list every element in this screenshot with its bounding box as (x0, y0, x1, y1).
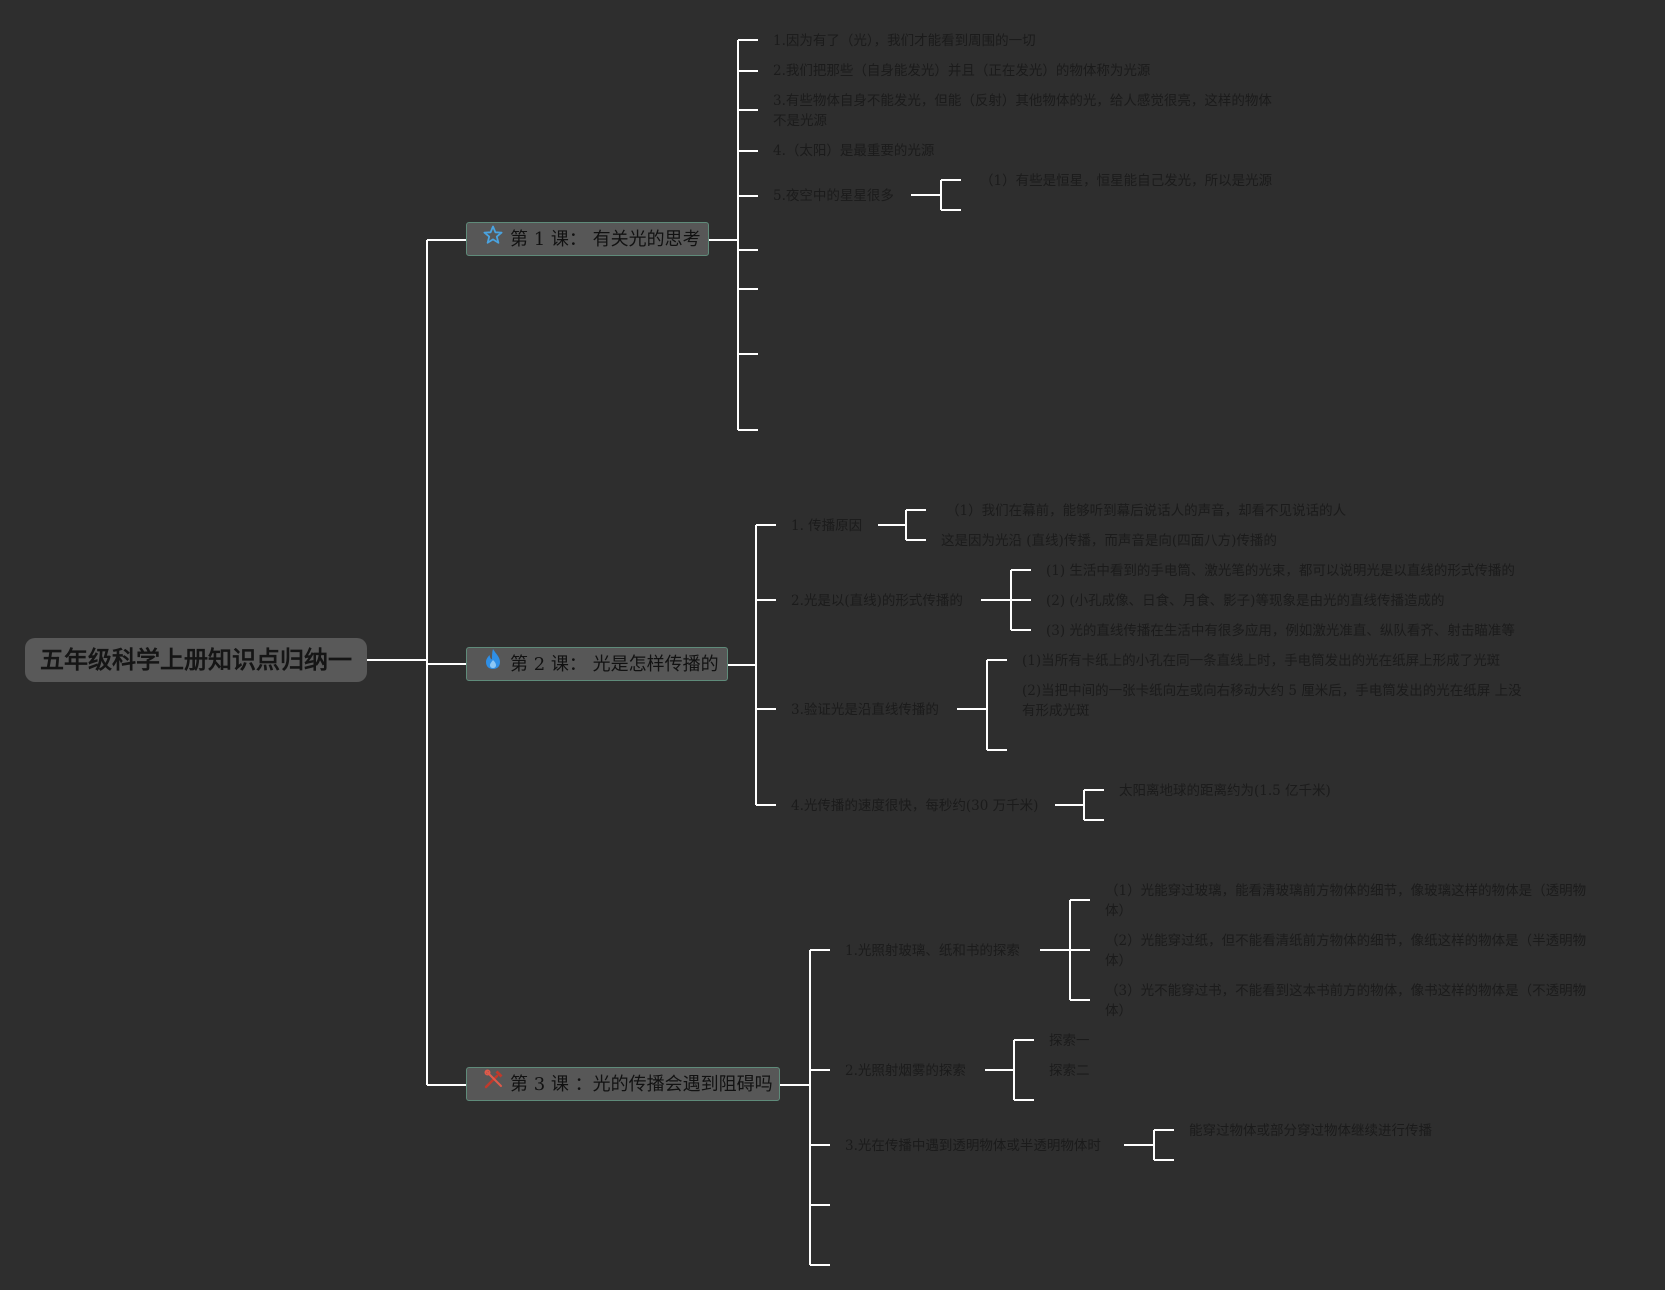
lesson-2-title: 第 2 课： 光是怎样传播的 (510, 654, 719, 675)
lesson-1-topic[interactable]: 第 1 课： 有关光的思考 (466, 222, 709, 256)
lesson-3-item-2[interactable]: 2.光照射烟雾的探索 (845, 1063, 966, 1079)
lesson-2-item-1[interactable]: 1. 传播原因 (791, 518, 863, 534)
lesson-1-title: 第 1 课： 有关光的思考 (510, 229, 701, 250)
flame-icon (483, 648, 505, 682)
lesson-1-item-5[interactable]: 5.夜空中的星星很多 (773, 188, 894, 204)
lesson-1-item-3[interactable]: 3.有些物体自身不能发光，但能（反射）其他物体的光，给人感觉很亮，这样的物体不是… (773, 93, 1272, 129)
lesson-2-item-1-child-1[interactable]: （1）我们在幕前，能够听到幕后说话人的声音，却看不见说话的人 (946, 503, 1347, 519)
lesson-1-item-4[interactable]: 4.（太阳）是最重要的光源 (773, 143, 935, 159)
lesson-2-item-3-child-2[interactable]: (2)当把中间的一张卡纸向左或向右移动大约 5 厘米后，手电筒发出的光在纸屏 上… (1022, 683, 1522, 719)
lesson-2-item-3[interactable]: 3.验证光是沿直线传播的 (791, 702, 939, 718)
lesson-2-item-2-child-2[interactable]: (2) (小孔成像、日食、月食、影子)等现象是由光的直线传播造成的 (1046, 593, 1445, 609)
lesson-2-item-2-child-1[interactable]: (1) 生活中看到的手电筒、激光笔的光束，都可以说明光是以直线的形式传播的 (1046, 563, 1515, 579)
lesson-3-topic[interactable]: 第 3 课 ：光的传播会遇到阻碍吗 (466, 1067, 780, 1101)
lesson-3-item-2-child-1[interactable]: 探索一 (1049, 1033, 1090, 1049)
lesson-2-item-2-child-3[interactable]: (3) 光的直线传播在生活中有很多应用，例如激光准直、纵队看齐、射击瞄准等 (1046, 623, 1515, 639)
tools-icon (483, 1068, 505, 1102)
lesson-2-item-4-child-1[interactable]: 太阳离地球的距离约为(1.5 亿千米) (1119, 783, 1331, 799)
star-detail[interactable]: （1）有些是恒星，恒星能自己发光，所以是光源 (980, 173, 1273, 189)
lesson-3-item-3[interactable]: 3.光在传播中遇到透明物体或半透明物体时 (845, 1138, 1101, 1154)
lesson-2-item-2[interactable]: 2.光是以(直线)的形式传播的 (791, 593, 963, 609)
lesson-3-item-2-child-2[interactable]: 探索二 (1049, 1063, 1090, 1079)
root-topic[interactable]: 五年级科学上册知识点归纳一 (25, 638, 367, 682)
lesson-3-item-3-child-1[interactable]: 能穿过物体或部分穿过物体继续进行传播 (1189, 1123, 1432, 1139)
lesson-3-item-1[interactable]: 1.光照射玻璃、纸和书的探索 (845, 943, 1020, 959)
lesson-3-item-1-child-1[interactable]: （1）光能穿过玻璃，能看清玻璃前方物体的细节，像玻璃这样的物体是（透明物体） (1105, 883, 1587, 919)
lesson-1-item-2[interactable]: 2.我们把那些（自身能发光）并且（正在发光）的物体称为光源 (773, 63, 1151, 79)
lesson-2-item-3-child-1[interactable]: (1)当所有卡纸上的小孔在同一条直线上时，手电筒发出的光在纸屏上形成了光斑 (1022, 653, 1501, 669)
star-icon (483, 223, 505, 257)
lesson-3-item-1-child-3[interactable]: （3）光不能穿过书，不能看到这本书前方的物体，像书这样的物体是（不透明物体） (1105, 983, 1587, 1019)
lesson-2-topic[interactable]: 第 2 课： 光是怎样传播的 (466, 647, 728, 681)
lesson-3-title: 第 3 课 ：光的传播会遇到阻碍吗 (510, 1074, 773, 1095)
lesson-2-item-4[interactable]: 4.光传播的速度很快，每秒约(30 万千米) (791, 798, 1039, 814)
lesson-3-item-1-child-2[interactable]: （2）光能穿过纸，但不能看清纸前方物体的细节，像纸这样的物体是（半透明物体） (1105, 933, 1587, 969)
lesson-2-item-1-child-2[interactable]: 这是因为光沿 (直线)传播，而声音是向(四面八方)传播的 (941, 533, 1277, 549)
lesson-1-item-1[interactable]: 1.因为有了（光），我们才能看到周围的一切 (773, 33, 1036, 49)
